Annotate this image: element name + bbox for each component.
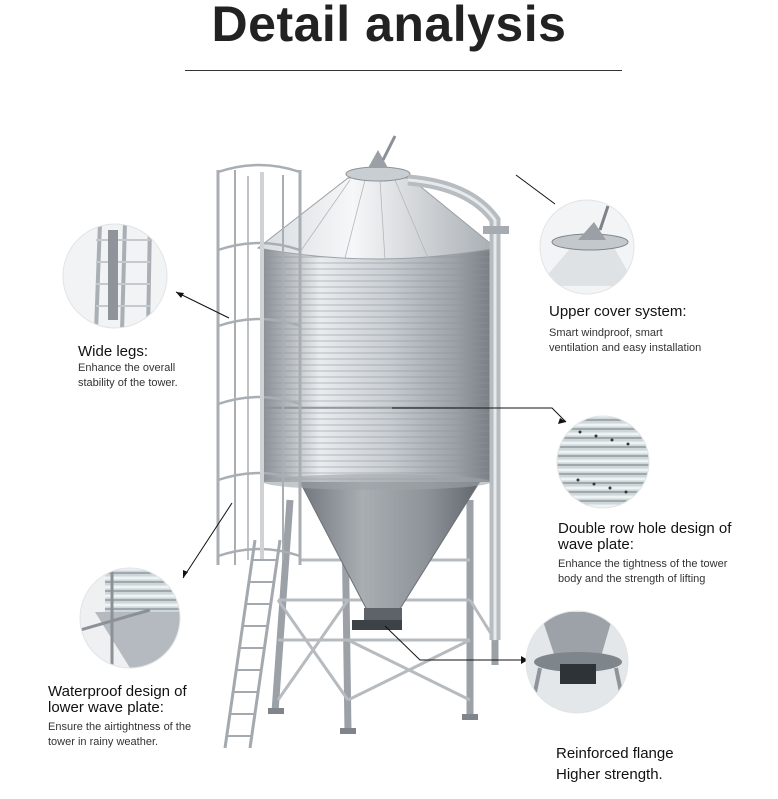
detail-wide-legs [63,224,167,328]
wide-legs-title: Wide legs: [78,343,149,360]
double-row-title-1: Double row hole design of [558,520,732,537]
double-row-desc-1: Enhance the tightness of the tower [558,558,728,570]
caged-ladder [216,163,302,565]
title-divider [185,70,622,71]
waterproof-desc-1: Ensure the airtightness of the [48,721,192,733]
flange-title-2: Higher strength. [556,766,663,783]
detail-upper-cover [540,200,634,294]
leg-feet [268,708,478,734]
upper-cover-desc-2: ventilation and easy installation [549,342,702,354]
page-title: Detail analysis [211,0,567,52]
upper-cover-title: Upper cover system: [549,303,687,320]
waterproof-title-1: Waterproof design of [48,683,187,700]
wide-legs-desc-2: stability of the tower. [78,377,178,389]
double-row-title-2: wave plate: [558,536,634,553]
callout-pointers [175,174,567,661]
hopper-cone [297,477,483,613]
arrow-heads [176,292,566,664]
access-ladder [223,539,282,749]
wide-legs-desc-1: Enhance the overall [78,362,176,374]
upper-cover-desc-1: Smart windproof, smart [549,327,663,339]
waterproof-desc-2: tower in rainy weather. [48,736,159,748]
waterproof-title-2: lower wave plate: [48,699,164,716]
double-row-desc-2: body and the strength of lifting [558,573,706,585]
leg-bracing [276,558,497,702]
detail-flange [526,611,628,713]
detail-waterproof [80,568,180,668]
detail-double-row [557,416,649,508]
flange-title-1: Reinforced flange [556,745,674,762]
